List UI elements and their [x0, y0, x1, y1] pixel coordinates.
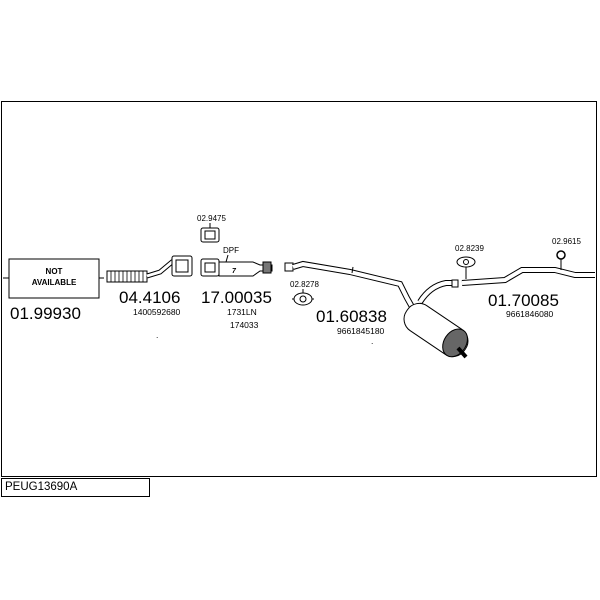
fitting-number-02-8239: 02.8239: [455, 244, 484, 253]
part-number-4: 01.60838: [316, 307, 387, 326]
part-number-2: 04.4106: [119, 288, 180, 307]
fitting-02-8239[interactable]: 02.8239: [455, 244, 484, 268]
clamp-icon: [556, 250, 566, 260]
part-number-5: 01.70085: [488, 291, 559, 310]
fitting-number-02-8278: 02.8278: [290, 280, 319, 289]
part-ref-5: 9661846080: [506, 309, 554, 319]
hanger-icon: [456, 256, 476, 268]
fitting-02-8278[interactable]: 02.8278: [290, 280, 319, 306]
part-01-60838[interactable]: 01.60838 9661845180 .: [284, 260, 473, 362]
part-01-70085[interactable]: 01.70085 9661846080: [461, 258, 595, 319]
diagram-frame: [1, 101, 597, 477]
part-number-1: 01.99930: [10, 304, 81, 323]
part-number-3: 17.00035: [201, 288, 272, 307]
part-01-99930[interactable]: NOT AVAILABLE 01.99930: [3, 258, 104, 323]
dpf-body: [218, 261, 273, 277]
part-ref-3: 1731LN: [227, 307, 257, 317]
part-ref-4: 9661845180: [337, 326, 385, 336]
fitting-02-9615[interactable]: 02.9615: [552, 237, 581, 260]
svg-text:.: .: [371, 336, 373, 346]
dpf-label: DPF: [223, 246, 239, 255]
part-04-4106[interactable]: 04.4106 1400592680 .: [106, 255, 193, 340]
not-available-box: [8, 258, 100, 299]
part-17-00035[interactable]: DPF 7 17.00035 1731LN 174033: [200, 246, 273, 330]
fitting-number-02-9615: 02.9615: [552, 237, 581, 246]
part-ref-2: 1400592680: [133, 307, 181, 317]
diagram-code: PEUG13690A: [5, 481, 78, 493]
svg-text:7: 7: [232, 268, 237, 275]
rubber-mount-icon: [293, 292, 313, 306]
svg-text:.: .: [156, 330, 158, 340]
not-label: NOT: [46, 267, 63, 276]
part-ref-3b: 174033: [230, 320, 259, 330]
fitting-02-9475[interactable]: 02.9475: [197, 214, 226, 243]
fitting-number-02-9475: 02.9475: [197, 214, 226, 223]
available-label: AVAILABLE: [32, 278, 77, 287]
diagram-code-box: PEUG13690A: [1, 478, 150, 497]
